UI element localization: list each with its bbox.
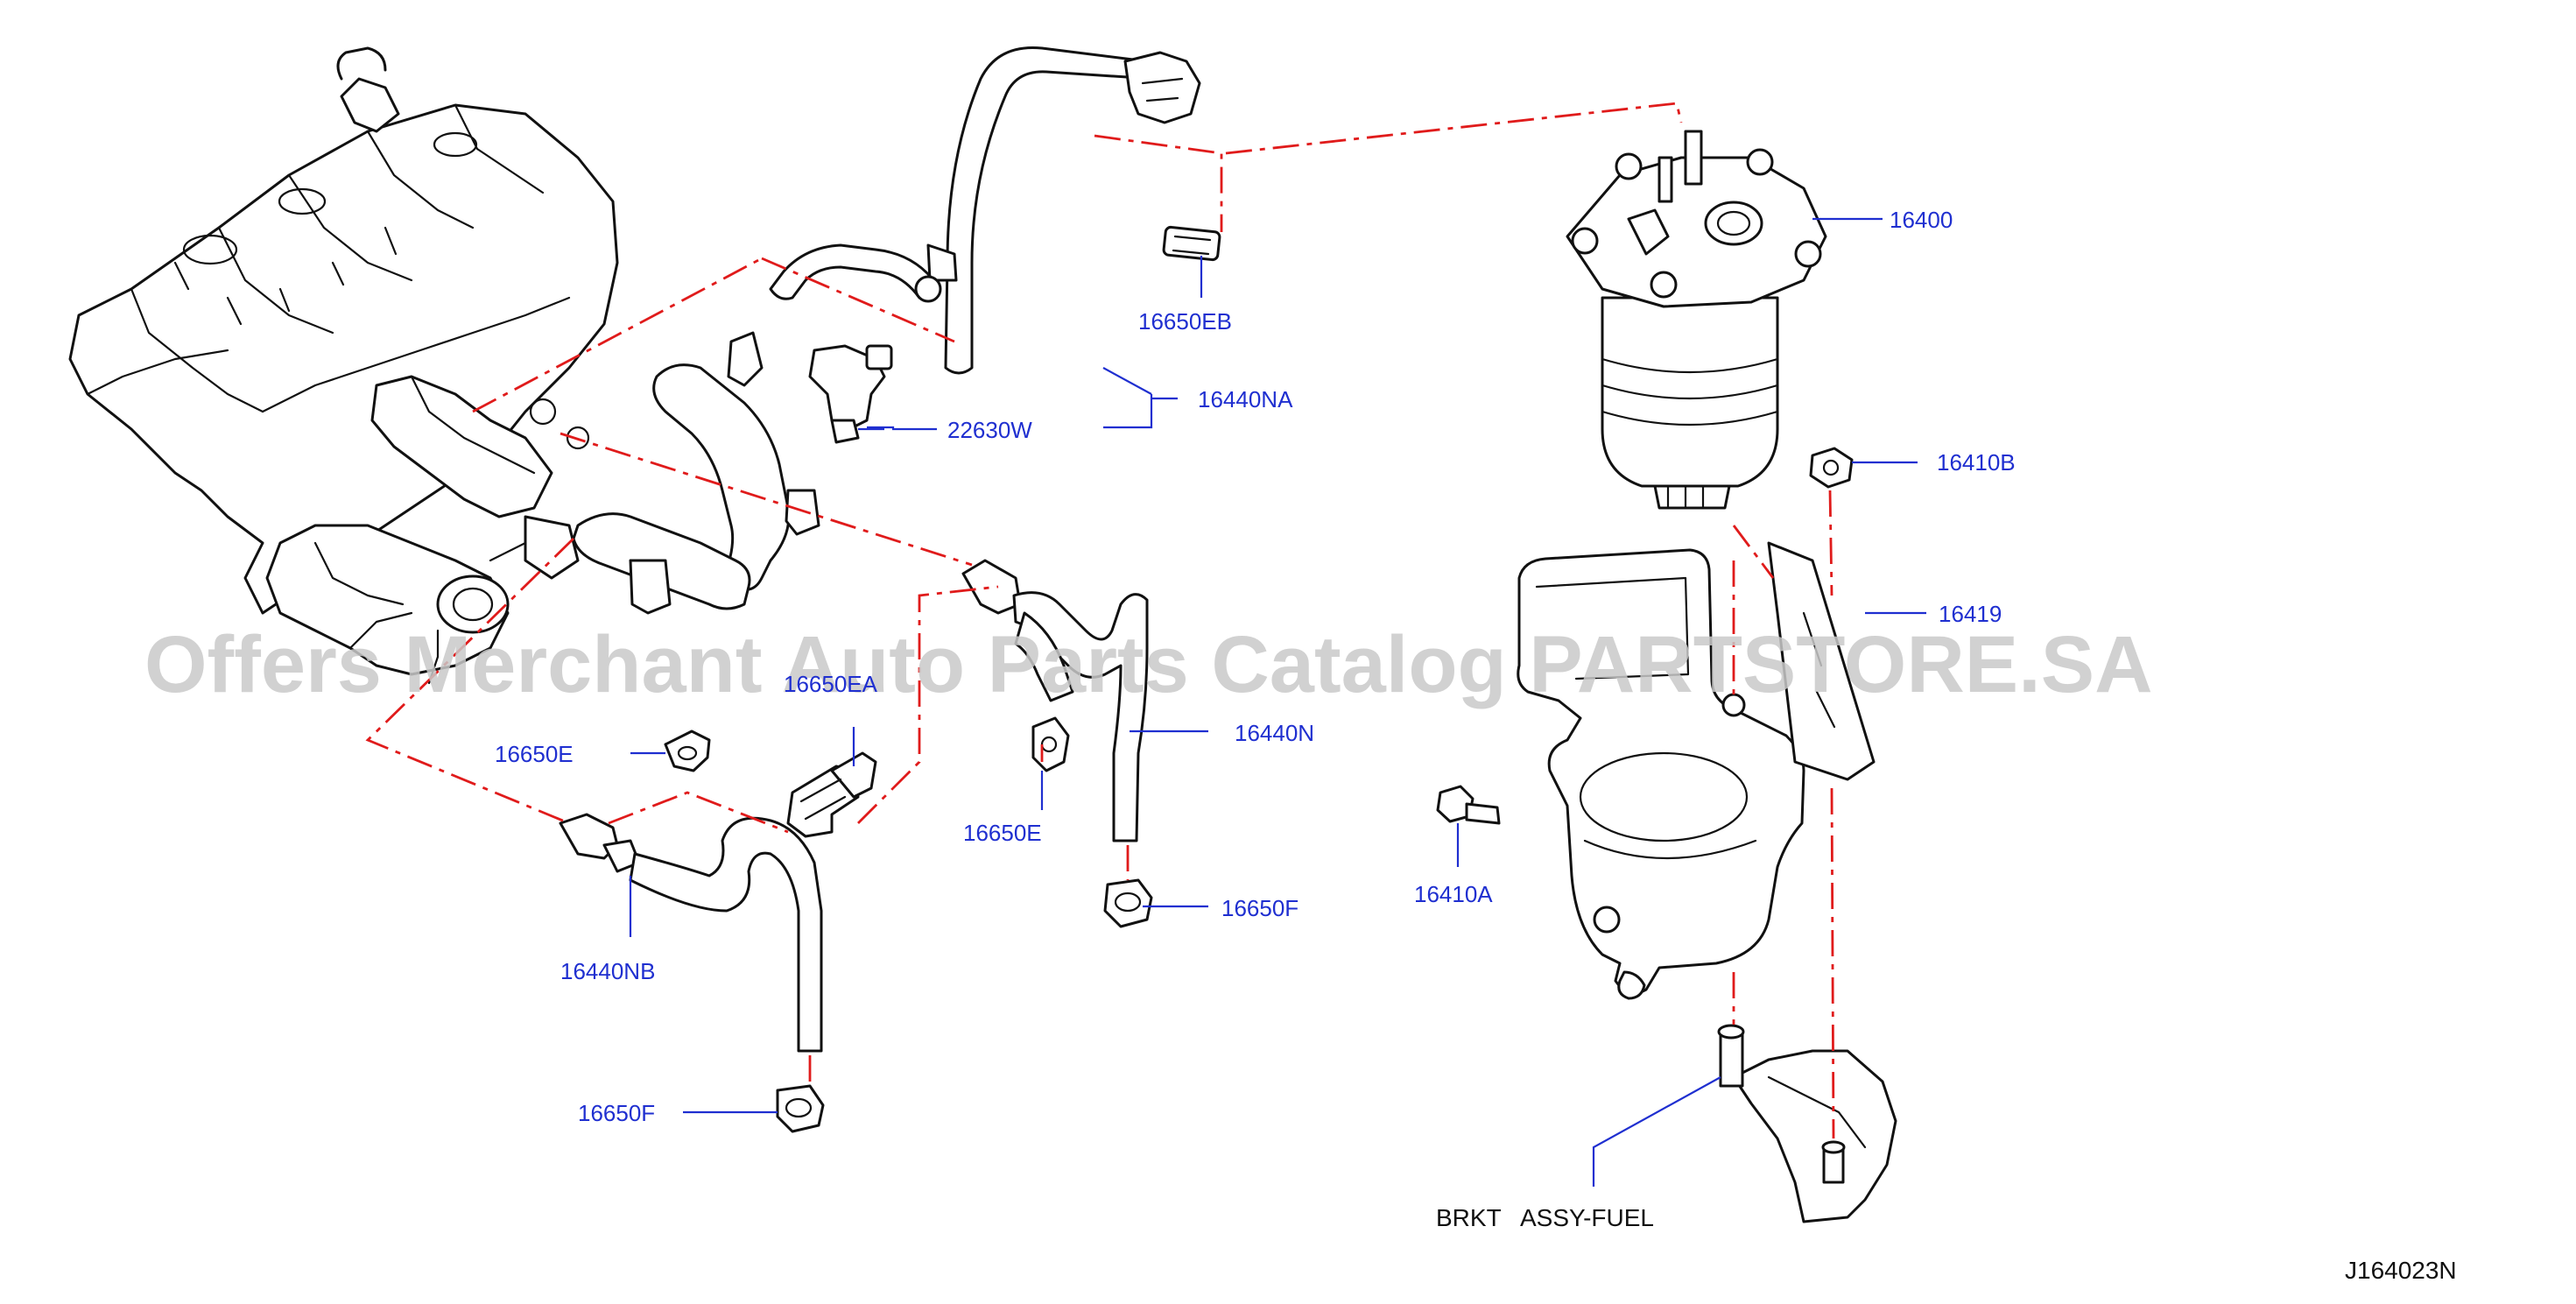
label-16440nb[interactable]: 16440NB xyxy=(560,958,655,984)
bolt-16410a xyxy=(1436,785,1501,825)
alignment-lines xyxy=(365,102,1835,1139)
label-16650eb[interactable]: 16650EB xyxy=(1138,308,1232,335)
label-16650ea[interactable]: 16650EA xyxy=(784,671,878,697)
leader-lines xyxy=(629,217,1926,1187)
label-16650e-right[interactable]: 16650E xyxy=(963,820,1042,846)
nut-16410b xyxy=(1809,447,1854,489)
label-22630w[interactable]: 22630W xyxy=(947,417,1032,443)
bracket-assy-fuel xyxy=(1717,1024,1897,1223)
fuel-pipe-assembly xyxy=(524,331,820,615)
label-16650f-right[interactable]: 16650F xyxy=(1221,895,1299,921)
sensor-22630w xyxy=(808,344,893,444)
label-16410a[interactable]: 16410A xyxy=(1414,881,1493,907)
bracket-16419 xyxy=(1517,541,1876,1000)
hose-16440n xyxy=(961,559,1153,928)
label-16419[interactable]: 16419 xyxy=(1939,601,2002,627)
hose-16440na xyxy=(769,46,1221,375)
intake-manifold xyxy=(68,46,619,685)
label-16410b[interactable]: 16410B xyxy=(1937,449,2016,476)
watermark: Offers Merchant Auto Parts Catalog PARTS… xyxy=(144,620,2153,709)
hose-16440nb xyxy=(559,730,877,1133)
label-16440n[interactable]: 16440N xyxy=(1235,720,1314,746)
label-16650f-left[interactable]: 16650F xyxy=(578,1100,655,1126)
label-16440na[interactable]: 16440NA xyxy=(1198,386,1293,412)
diagram-code: J164023N xyxy=(2345,1257,2457,1284)
label-16400[interactable]: 16400 xyxy=(1890,207,1953,233)
label-brkt-assy-fuel[interactable]: BRKT ASSY-FUEL xyxy=(1436,1204,1654,1231)
label-16650e-left[interactable]: 16650E xyxy=(495,741,574,767)
fuel-filter-16400 xyxy=(1566,130,1827,510)
part-labels: 16400 16410B 16419 16650EB 16440NA 22630… xyxy=(495,207,2457,1284)
